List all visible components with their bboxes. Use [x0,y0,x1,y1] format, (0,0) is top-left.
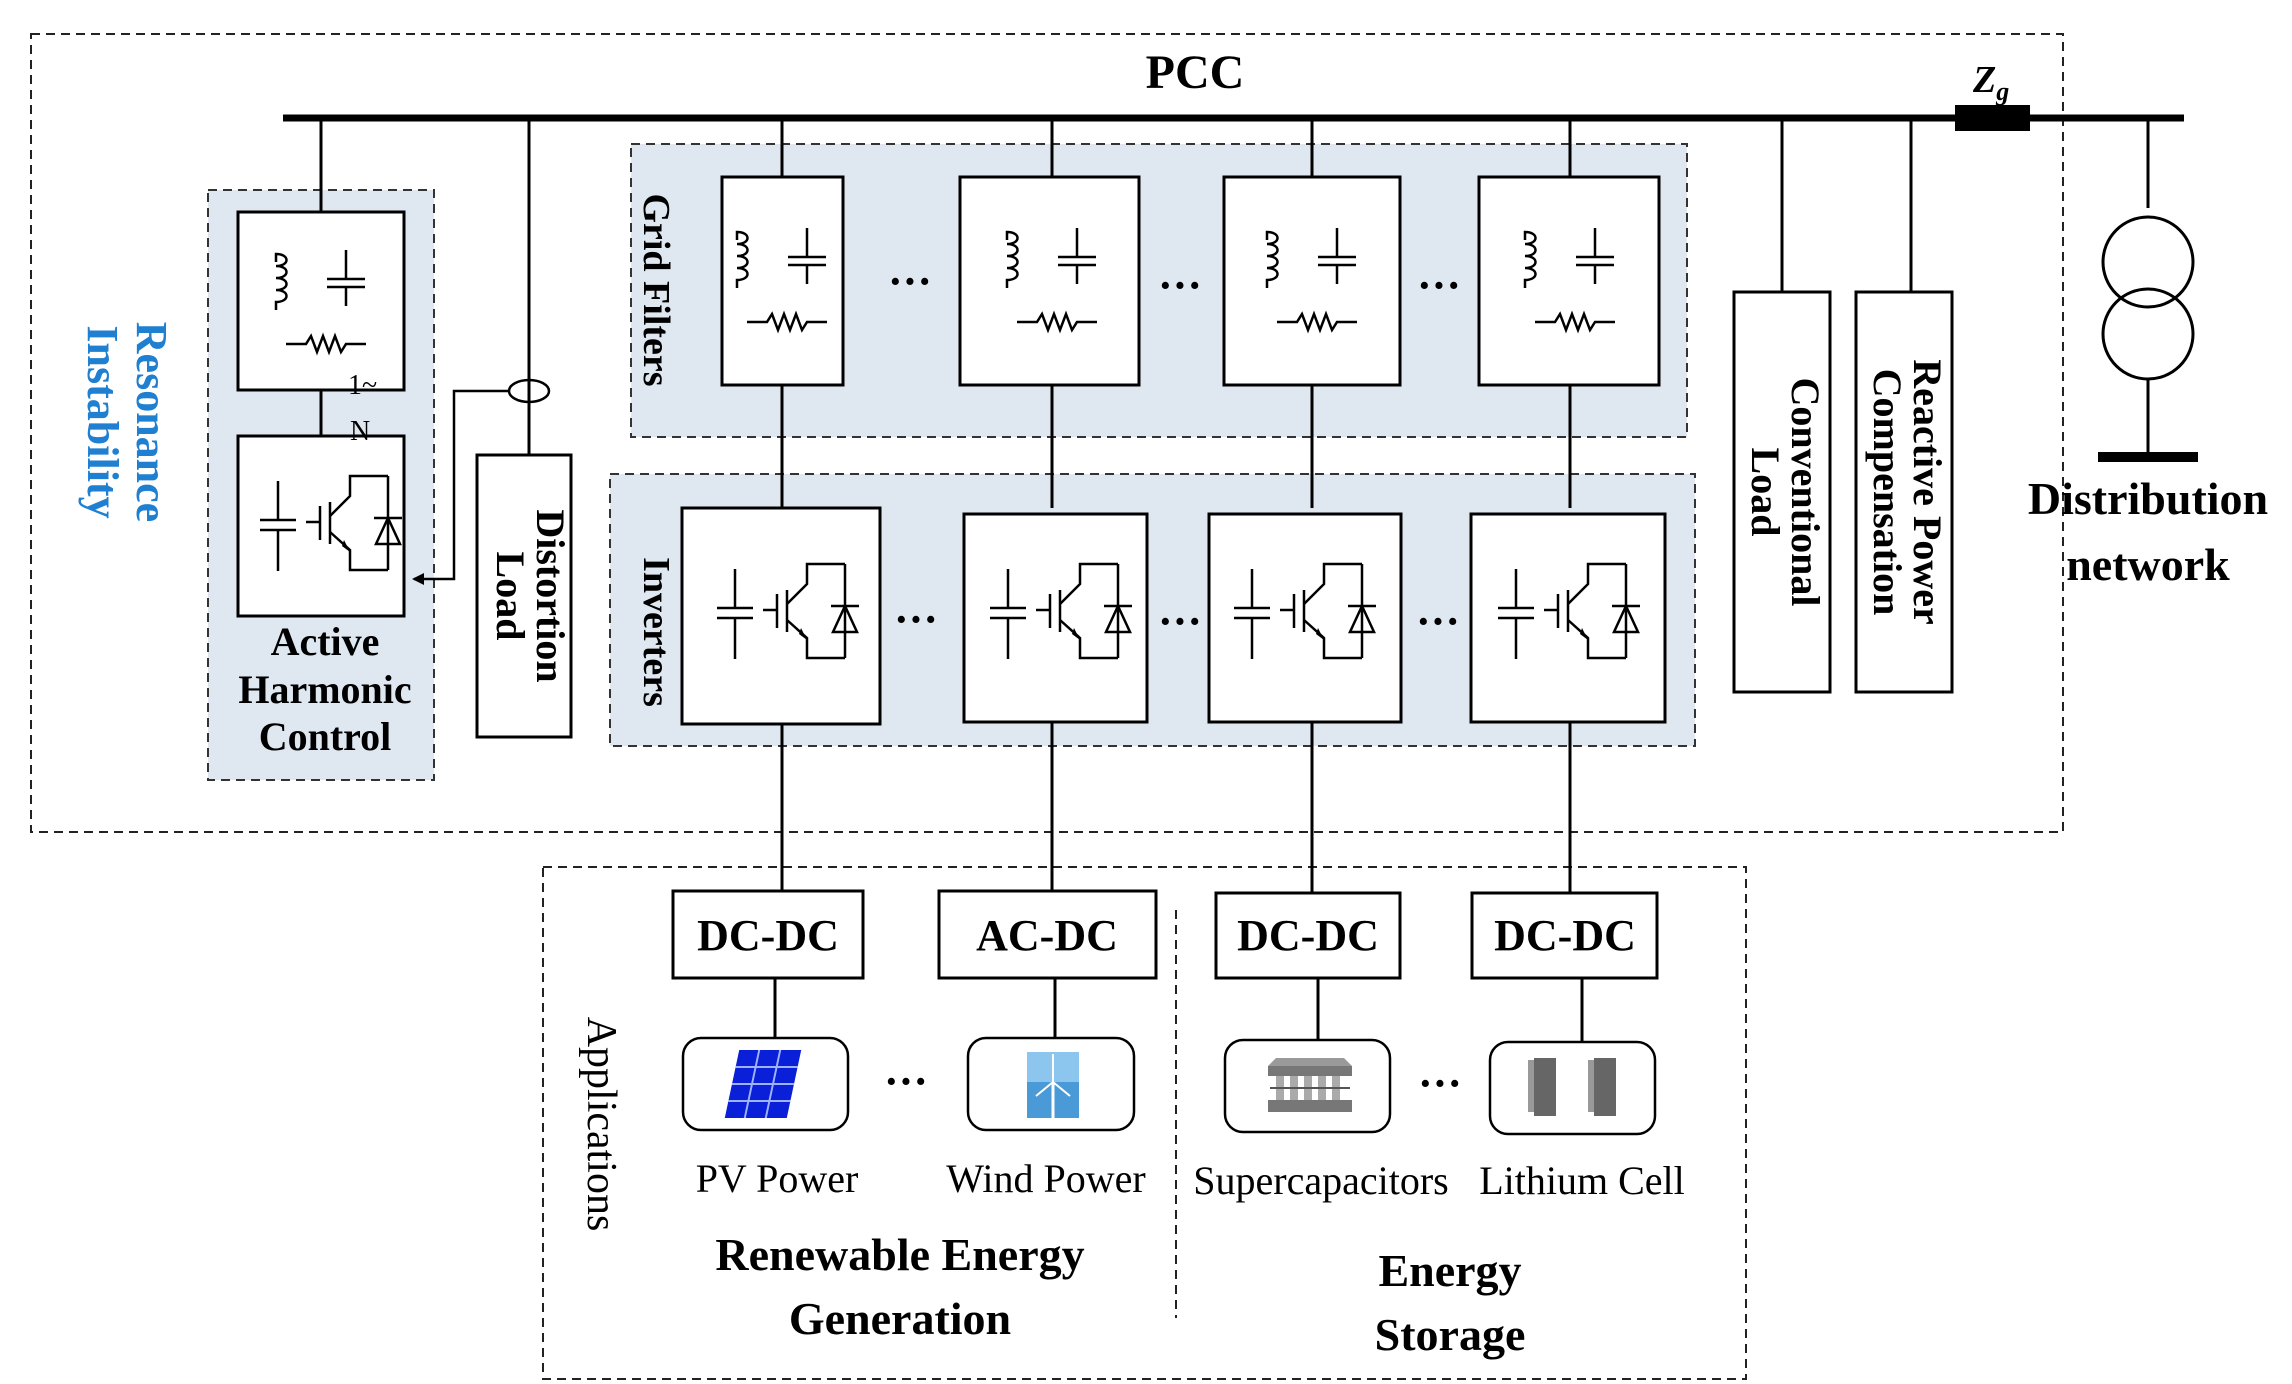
conventional-load-line1: Conventional [1783,378,1828,607]
ahc-fraction-top: 1~ [348,370,377,401]
microgrid-boundary [30,33,2064,833]
source-ellipsis-1: ··· [884,1057,928,1106]
converter-box-2 [937,889,1158,980]
inverter-ellipsis-3: ··· [1416,597,1460,646]
storage-line2: Storage [1375,1309,1526,1360]
reactive-power-line2: Compensation [1865,369,1910,616]
solar-panel-icon [724,1050,802,1118]
grid-filters-label: Grid Filters [635,193,677,386]
grid-filter-boxes [720,175,1661,387]
ahc-filter-box [236,210,406,392]
source-label-supercap: Supercapacitors [1193,1158,1448,1203]
lithium-frame [1488,1040,1657,1136]
supercapacitor-icon [1268,1058,1352,1112]
inverters-label: Inverters [635,557,677,707]
filter-ellipsis-3: ··· [1417,261,1461,310]
inverter-ellipsis-2: ··· [1158,597,1202,646]
wind-turbine-icon [1027,1052,1079,1118]
feedback-line [414,389,509,581]
converter-label-1: DC-DC [697,911,839,960]
ahc-label-line3: Control [259,714,392,759]
source-ellipsis-2: ··· [1418,1059,1462,1108]
ahc-fraction-bottom: N [350,416,370,447]
ahc-label-line1: Active [271,619,380,664]
source-label-lithium: Lithium Cell [1479,1158,1685,1203]
ahc-label-line2: Harmonic [238,667,411,712]
applications-label: Applications [578,1017,624,1232]
conventional-load-box [1732,290,1832,694]
inverter-ellipsis-1: ··· [894,595,938,644]
source-label-wind: Wind Power [946,1156,1145,1201]
zg-label: Zg [1972,59,2009,106]
conventional-load-line2: Load [1743,448,1788,537]
distribution-network-line2: network [2066,539,2230,590]
distortion-load-box [475,453,573,739]
zg-impedance [1955,105,2030,131]
filter-ellipsis-2: ··· [1158,261,1202,310]
storage-line1: Energy [1378,1245,1521,1296]
transformer-icon [2098,215,2198,462]
filter-ellipsis-1: ··· [888,257,932,306]
source-label-pv: PV Power [696,1156,859,1201]
converter-label-2: AC-DC [976,911,1118,960]
converter-box-1 [671,889,865,980]
reactive-compensation-box [1854,290,1954,694]
distortion-load-line2: Load [488,552,533,641]
lithium-cell-icon [1528,1058,1616,1116]
inverter-boxes [680,506,1667,726]
resonance-line2: Instability [78,325,127,518]
distribution-network-line1: Distribution [2028,473,2268,524]
renewable-line2: Generation [789,1293,1011,1344]
pcc-label: PCC [1146,46,1245,99]
converter-label-3: DC-DC [1237,911,1379,960]
bus-drops [319,118,2150,1045]
applications-boundary [542,866,1747,1380]
distortion-load-line1: Distortion [528,509,573,682]
renewable-line1: Renewable Energy [715,1229,1084,1280]
converter-label-4: DC-DC [1494,911,1636,960]
reactive-power-line1: Reactive Power [1905,359,1950,624]
resonance-line1: Resonance [127,322,176,522]
converter-box-4 [1470,891,1659,980]
converter-box-3 [1214,891,1402,980]
